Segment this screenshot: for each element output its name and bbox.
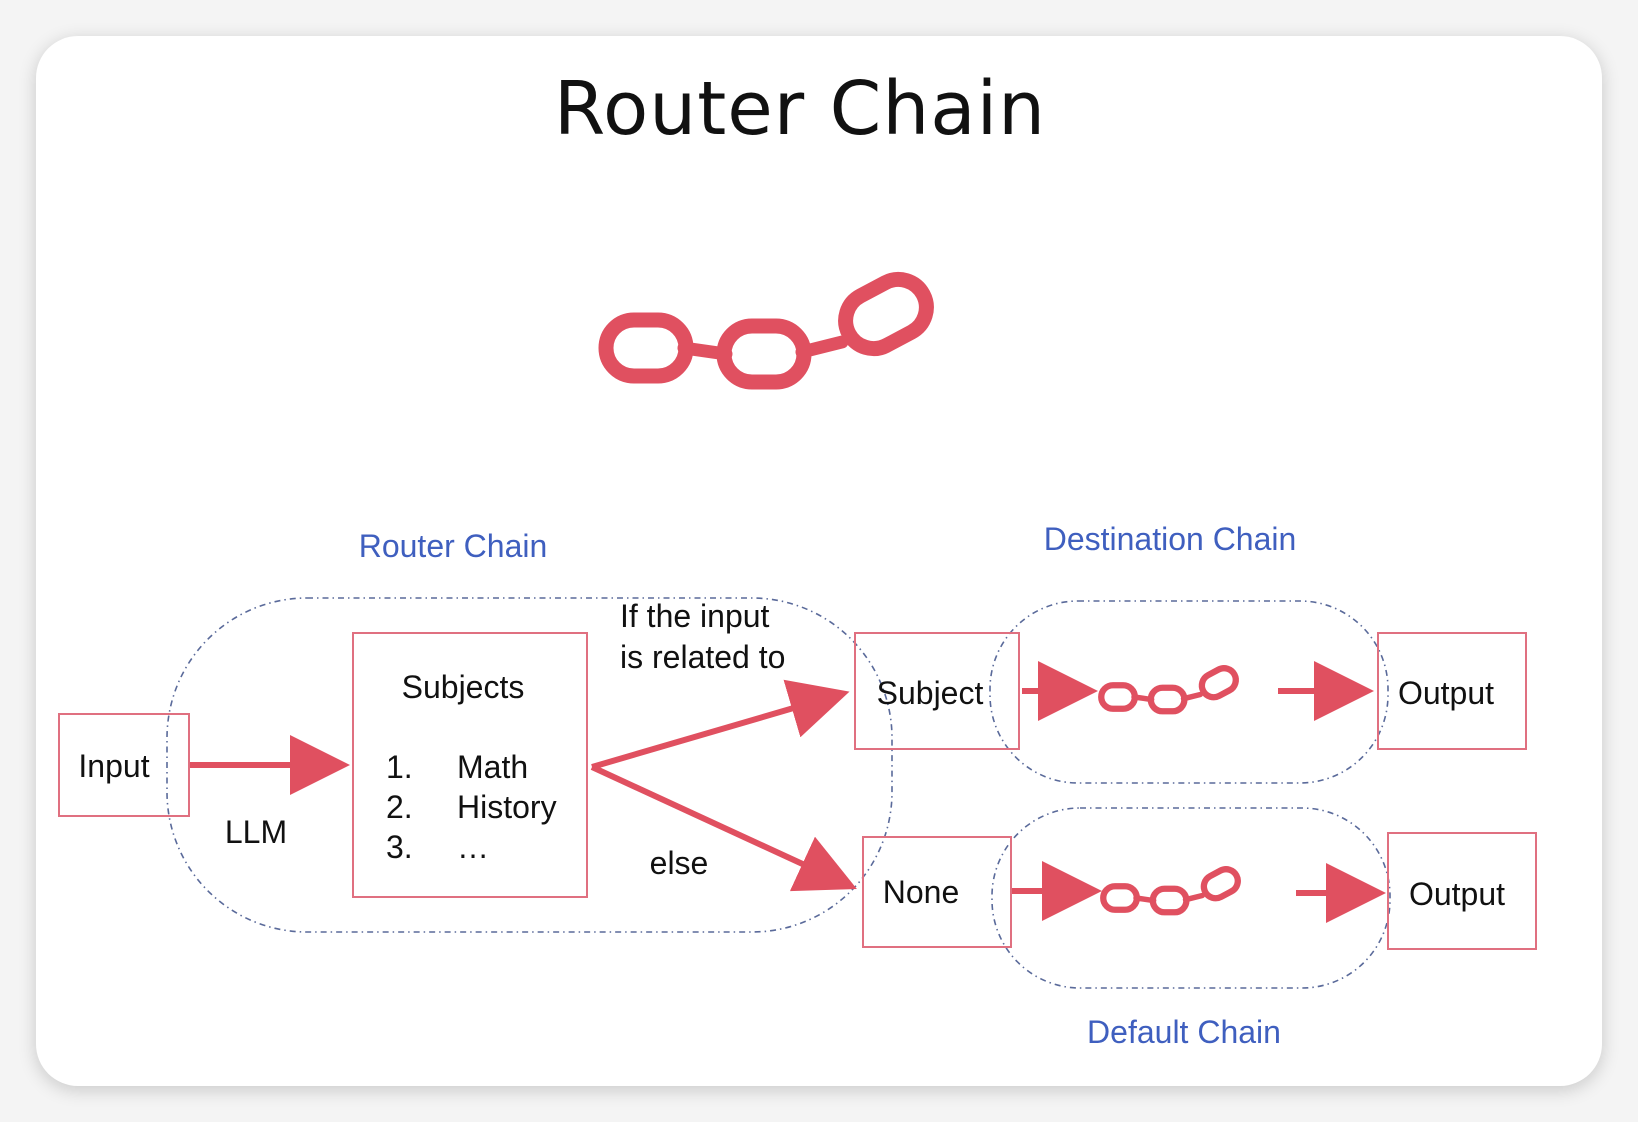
destination-chain-group-label: Destination Chain	[1044, 521, 1297, 557]
chain-link-icon	[606, 270, 936, 382]
input-label: Input	[78, 748, 149, 784]
subject-box	[854, 632, 1020, 750]
llm-label: LLM	[225, 814, 287, 850]
none-box	[862, 836, 1012, 948]
router-chain-group-label: Router Chain	[359, 528, 548, 564]
subjects-to-subject-arrow	[591, 679, 850, 770]
chain-link-icon	[1103, 865, 1242, 912]
none-label: None	[883, 874, 960, 910]
output-label-top: Output	[1398, 675, 1494, 711]
default-chain-group-label: Default Chain	[1087, 1014, 1281, 1050]
default-chain-group	[991, 807, 1391, 989]
else-label: else	[650, 845, 709, 881]
subjects-box	[352, 632, 588, 898]
subject-label: Subject	[877, 675, 984, 711]
page-title: Router Chain	[553, 66, 1047, 152]
output-box-bottom	[1387, 832, 1537, 950]
subject-item-label: History	[457, 789, 557, 825]
subjects-to-none-arrow	[590, 764, 857, 892]
input-box	[58, 713, 190, 817]
destination-chain-group	[989, 600, 1389, 784]
subject-item-label: Math	[457, 749, 528, 785]
subjects-heading: Subjects	[402, 669, 525, 705]
router-chain-group	[166, 597, 893, 933]
condition-label-line-2: is related to	[620, 639, 785, 675]
subject-item-label: …	[457, 829, 489, 865]
subject-item-number: 1.	[386, 749, 413, 785]
chain-link-icon	[1101, 664, 1240, 711]
output-label-bottom: Output	[1409, 876, 1505, 912]
condition-label-line-1: If the input	[620, 598, 770, 634]
subject-item-number: 2.	[386, 789, 413, 825]
subject-item-number: 3.	[386, 829, 413, 865]
output-box-top	[1377, 632, 1527, 750]
